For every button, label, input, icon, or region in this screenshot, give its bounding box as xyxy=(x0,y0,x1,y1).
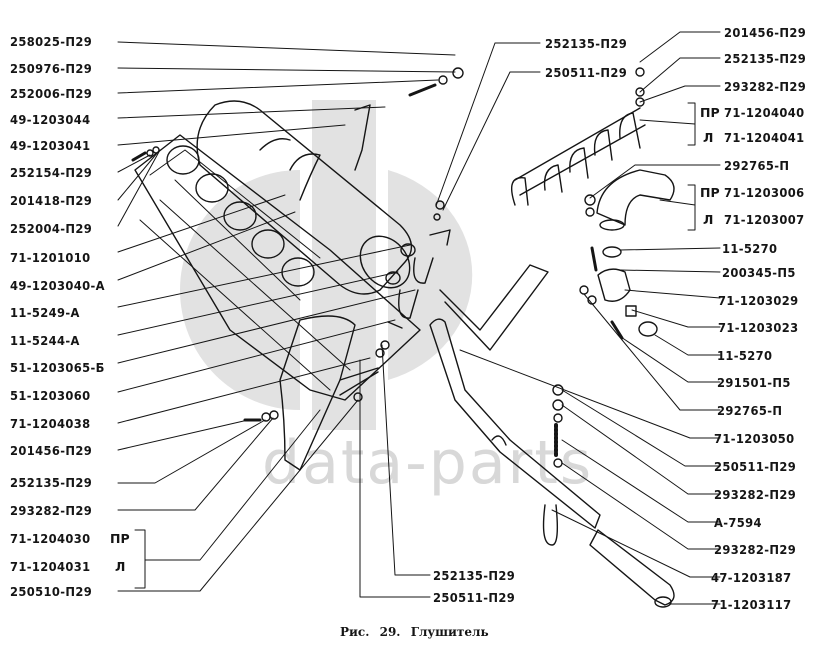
watermark-stem xyxy=(312,100,376,430)
side-marker-right: ПР xyxy=(110,531,130,546)
part-label: 252135-П29 xyxy=(10,475,93,490)
part-label: 11-5244-А xyxy=(10,333,80,348)
figure-caption: Рис. 29. Глушитель xyxy=(340,625,495,639)
part-label: 49-1203041 xyxy=(10,138,91,153)
side-marker-left: Л xyxy=(703,130,714,145)
part-label: 71-1203029 xyxy=(718,293,799,308)
watermark-text: data-parts xyxy=(262,428,594,498)
muffler-body xyxy=(196,100,416,295)
leader-lines-left xyxy=(117,41,456,592)
side-marker-left: Л xyxy=(115,559,126,574)
part-label: 71-1203007 xyxy=(724,212,805,227)
part-label: 293282-П29 xyxy=(714,487,797,502)
part-label: 201456-П29 xyxy=(724,25,807,40)
pipe-bracket-cage xyxy=(511,107,646,206)
caption-prefix: Рис. xyxy=(340,625,370,639)
part-label: 258025-П29 xyxy=(10,34,93,49)
part-label: 201418-П29 xyxy=(10,193,93,208)
part-label: 71-1203023 xyxy=(718,320,799,335)
part-label: 250511-П29 xyxy=(714,459,797,474)
part-label: 252135-П29 xyxy=(545,36,628,51)
part-label: 71-1204038 xyxy=(10,416,91,431)
part-label: 49-1203040-А xyxy=(10,278,105,293)
part-label: 252135-П29 xyxy=(724,51,807,66)
part-label: 252006-П29 xyxy=(10,86,93,101)
part-label: 71-1204041 xyxy=(724,130,805,145)
lower-heat-shield xyxy=(279,315,356,471)
part-label: 250511-П29 xyxy=(433,590,516,605)
part-label: 293282-П29 xyxy=(724,79,807,94)
caption-title: Глушитель xyxy=(410,625,489,639)
part-label: 71-1204030 xyxy=(10,531,91,546)
part-label: 71-1203117 xyxy=(711,597,792,612)
part-label: 293282-П29 xyxy=(10,503,93,518)
part-label: 51-1203060 xyxy=(10,388,91,403)
part-label: А-7594 xyxy=(714,515,762,530)
watermark-right-bowl xyxy=(388,170,473,380)
part-label: 292765-П xyxy=(717,403,783,418)
part-label: 71-1204040 xyxy=(724,105,805,120)
caption-number: 29. xyxy=(379,625,401,639)
part-label: 252004-П29 xyxy=(10,221,93,236)
leader-lines-right xyxy=(459,31,721,605)
side-marker-right: ПР xyxy=(700,105,720,120)
heat-shield xyxy=(134,134,421,401)
part-label: 47-1203187 xyxy=(711,570,792,585)
fasteners xyxy=(131,67,464,422)
part-label: 11-5270 xyxy=(722,241,778,256)
part-label: 200345-П5 xyxy=(722,265,796,280)
part-label: 49-1203044 xyxy=(10,112,91,127)
part-label: 71-1203050 xyxy=(714,431,795,446)
part-label: 250976-П29 xyxy=(10,61,93,76)
part-label: 250510-П29 xyxy=(10,584,93,599)
part-label: 71-1203006 xyxy=(724,185,805,200)
part-label: 51-1203065-Б xyxy=(10,360,105,375)
part-label: 71-1201010 xyxy=(10,250,91,265)
part-label: 291501-П5 xyxy=(717,375,791,390)
part-label: 250511-П29 xyxy=(545,65,628,80)
side-marker-right: ПР xyxy=(700,185,720,200)
part-label: 11-5270 xyxy=(717,348,773,363)
part-label: 292765-П xyxy=(724,158,790,173)
part-label: 252154-П29 xyxy=(10,165,93,180)
side-marker-left: Л xyxy=(703,212,714,227)
part-label: 252135-П29 xyxy=(433,568,516,583)
part-label: 11-5249-А xyxy=(10,305,80,320)
exhaust-pipes xyxy=(429,264,675,608)
part-label: 71-1204031 xyxy=(10,559,91,574)
leader-lines-center xyxy=(359,42,541,598)
part-label: 293282-П29 xyxy=(714,542,797,557)
part-label: 201456-П29 xyxy=(10,443,93,458)
flex-pipe xyxy=(584,169,675,231)
